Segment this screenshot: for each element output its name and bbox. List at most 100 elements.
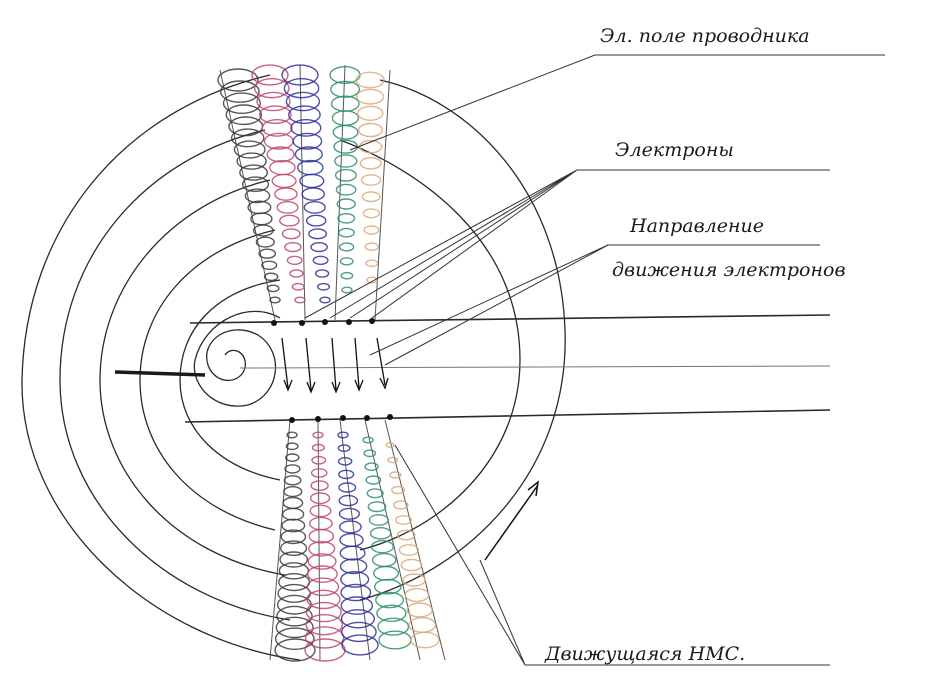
- coil-loop: [339, 483, 356, 492]
- coil-loop: [304, 202, 325, 213]
- coil-loop: [332, 96, 359, 111]
- coil-loop: [285, 243, 301, 252]
- electrons: [271, 318, 393, 423]
- coil-loop: [357, 89, 384, 104]
- coil-loop: [332, 111, 358, 125]
- cone-edge: [270, 420, 445, 660]
- coil-loop: [403, 574, 425, 586]
- coil-loop: [396, 516, 412, 525]
- coil-loop: [399, 545, 418, 555]
- electron-dot: [364, 415, 370, 421]
- coil-loop: [270, 297, 280, 303]
- coil-loop: [342, 635, 378, 655]
- coil-loop: [285, 465, 300, 473]
- coil-loop: [335, 155, 357, 167]
- coil-loop: [362, 175, 381, 185]
- electron-dot: [271, 320, 277, 326]
- coil-loop: [280, 215, 299, 226]
- coil-loop: [310, 517, 332, 529]
- coil-loop: [283, 508, 304, 520]
- coil-loop: [340, 243, 354, 251]
- coil-loop: [361, 158, 382, 169]
- coil-loop: [259, 249, 275, 258]
- coil-loop: [373, 554, 396, 567]
- coil-loop: [267, 285, 279, 291]
- coil-loop: [336, 170, 357, 181]
- coil-loop: [333, 126, 358, 140]
- coil-loop: [374, 567, 399, 581]
- coil-loop: [401, 559, 421, 570]
- coil-loop: [363, 437, 373, 443]
- electron-dot: [369, 318, 375, 324]
- lower-coils: [275, 432, 439, 661]
- electron-dot: [322, 319, 328, 325]
- coil-loop: [340, 508, 360, 519]
- coil-loop: [339, 496, 357, 506]
- electron-dot: [289, 417, 295, 423]
- coil-loop: [362, 192, 380, 202]
- coil-loop: [364, 226, 379, 234]
- electron-dot: [346, 319, 352, 325]
- coil-loop: [300, 174, 324, 187]
- leader-lines: [305, 55, 885, 665]
- coil-loop: [339, 229, 354, 237]
- coil-loop: [320, 297, 330, 303]
- electron-arrow: [282, 338, 292, 390]
- coil-loop: [340, 258, 353, 265]
- electron-arrow: [355, 338, 363, 390]
- coil-loop: [309, 530, 333, 543]
- coil-loop: [310, 505, 331, 516]
- coil-loop: [388, 457, 398, 462]
- leader-nms: [395, 445, 830, 665]
- coil-loop: [407, 603, 432, 617]
- coil-loop: [364, 450, 375, 456]
- coil-loop: [275, 188, 297, 200]
- coil-loop: [309, 229, 327, 239]
- coil-loop: [340, 521, 361, 533]
- coil-loop: [386, 443, 394, 447]
- electron-arrow: [332, 338, 340, 392]
- outer-loop-right: [360, 80, 565, 600]
- electron-dot: [299, 320, 305, 326]
- coil-loop: [311, 493, 330, 503]
- coil-loop: [298, 161, 323, 175]
- label-field: Эл. поле проводника: [600, 25, 810, 47]
- coil-loop: [340, 546, 365, 560]
- coil-loop: [409, 618, 435, 633]
- coil-loop: [405, 589, 428, 602]
- electron-arrows: [282, 338, 388, 392]
- conductor-lines: [185, 315, 830, 422]
- coil-loop: [292, 284, 304, 290]
- coil-loop: [358, 106, 383, 120]
- coil-loop: [379, 631, 411, 649]
- coil-loop: [290, 270, 303, 277]
- coil-loop: [287, 256, 302, 264]
- field-ring-4: [140, 230, 275, 530]
- coil-loop: [302, 188, 324, 200]
- coil-loop: [356, 72, 384, 87]
- coil-loop: [307, 215, 326, 226]
- coil-loop: [278, 585, 310, 603]
- coil-loop: [282, 229, 300, 239]
- coil-loop: [251, 213, 272, 225]
- conductor-line-bottom: [185, 410, 830, 422]
- coil-loop: [295, 297, 305, 303]
- coil-loop: [256, 237, 274, 247]
- upper-coil-cone: [218, 65, 390, 320]
- coil-loop: [312, 469, 327, 477]
- electron-dot: [387, 414, 393, 420]
- coil-loop: [289, 106, 320, 123]
- coil-loop: [306, 615, 342, 635]
- coil-loop: [371, 528, 391, 539]
- coil-loop: [340, 534, 363, 547]
- coil-loop: [369, 515, 388, 525]
- coil-loop: [277, 202, 298, 213]
- coil-loop: [306, 627, 344, 648]
- coil-loop: [275, 639, 315, 661]
- coil-loop: [368, 502, 385, 512]
- electron-arrow: [306, 338, 315, 392]
- leader-electrons: [305, 170, 830, 318]
- leader-field: [350, 55, 885, 150]
- label-direction-1: Направление: [629, 215, 764, 237]
